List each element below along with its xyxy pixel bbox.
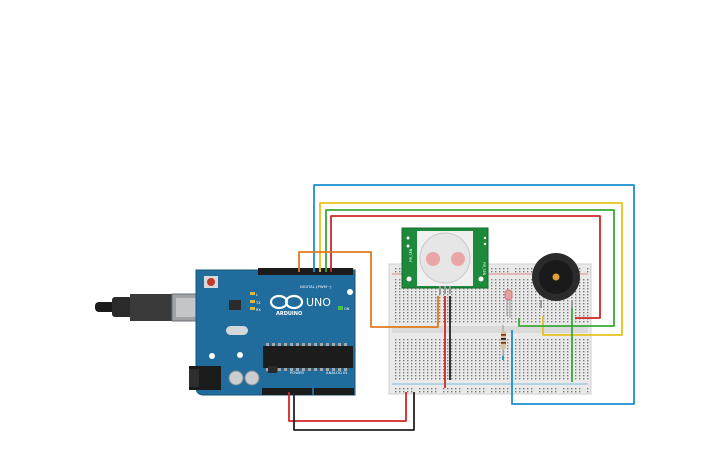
wire-green[interactable] xyxy=(325,209,615,327)
wire-yellow[interactable] xyxy=(319,202,623,336)
atmega-chip xyxy=(263,346,353,368)
piezo-buzzer[interactable] xyxy=(532,253,580,308)
analog-label: ANALOG IN xyxy=(326,370,347,375)
red-led[interactable] xyxy=(504,289,513,318)
arduino-logo xyxy=(269,294,304,310)
capacitor-right xyxy=(244,370,260,386)
wire-red-top[interactable] xyxy=(330,215,601,319)
l-label: L xyxy=(256,293,258,297)
capacitor-left xyxy=(228,370,244,386)
breadboard-holes xyxy=(395,268,589,393)
wire-black-gnd[interactable] xyxy=(293,392,415,431)
pir-dome xyxy=(419,232,471,284)
pir-left-label: PIR_SEN xyxy=(409,248,413,262)
pir-motion-sensor[interactable]: PIR_SEN PIR_SEN xyxy=(401,227,489,294)
pir-right-label: PIR_SEN xyxy=(482,262,486,276)
board-model-label: UNO xyxy=(306,296,331,309)
digital-label: DIGITAL (PWM~) xyxy=(300,284,332,289)
arduino-uno-board[interactable]: ARDUINO UNO DIGITAL (PWM~) ON TX RX L xyxy=(189,268,356,396)
on-led xyxy=(338,306,343,310)
power-header xyxy=(262,388,312,395)
wires xyxy=(288,184,635,431)
rx-label: RX xyxy=(256,308,261,312)
wire-blue[interactable] xyxy=(313,184,635,405)
reset-button-cap[interactable] xyxy=(207,278,215,286)
tx-label: TX xyxy=(255,301,261,305)
crystal-oscillator xyxy=(226,326,248,335)
wire-red-power[interactable] xyxy=(288,392,407,422)
power-label: POWER xyxy=(290,370,304,375)
analog-header xyxy=(314,388,354,395)
arduino-logo-text: ARDUINO xyxy=(276,311,302,317)
digital-header xyxy=(258,268,353,275)
wire-orange[interactable] xyxy=(298,251,439,328)
resistor[interactable] xyxy=(501,325,506,356)
on-led-label: ON xyxy=(344,307,350,311)
